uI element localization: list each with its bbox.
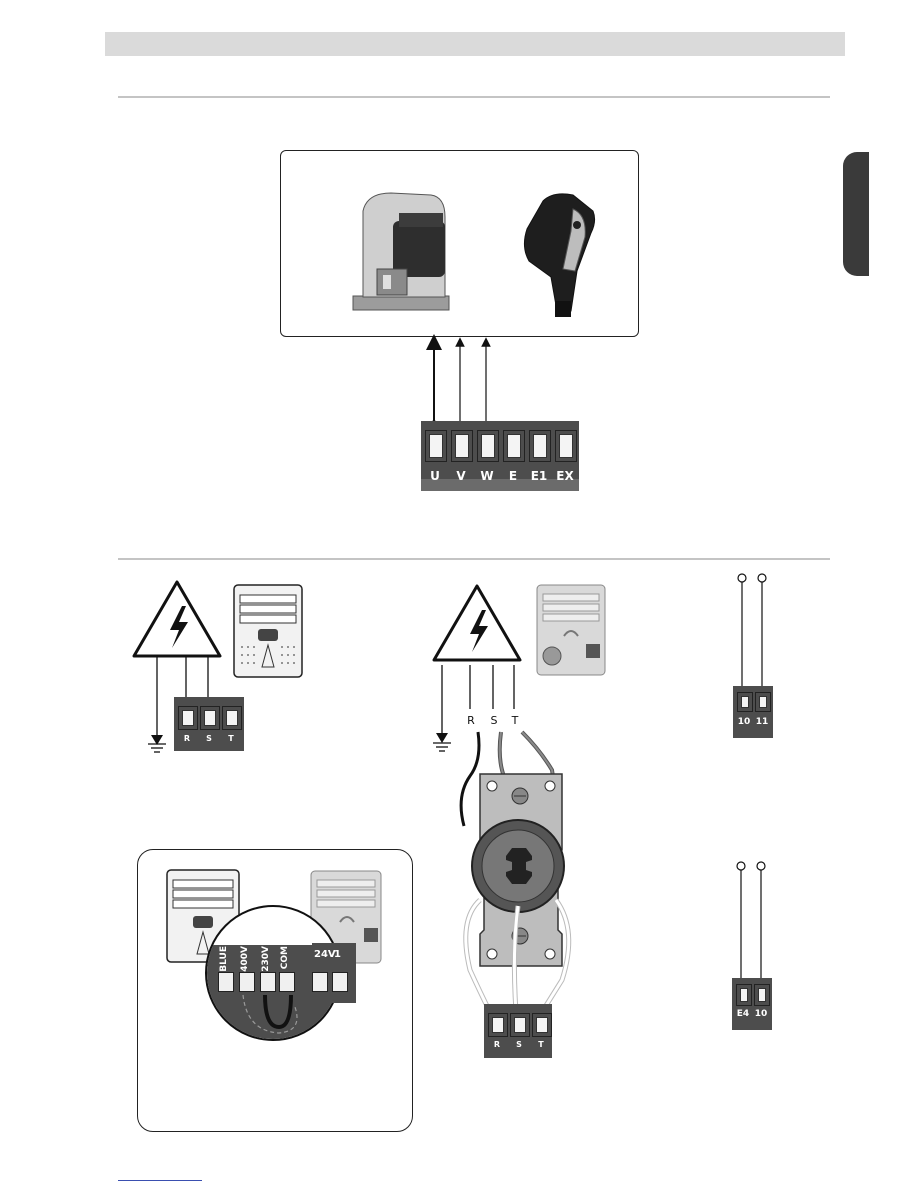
contact-wires-top bbox=[737, 573, 767, 692]
phase-line-label: T bbox=[511, 714, 519, 727]
transformer-terminal-slot bbox=[332, 972, 348, 992]
terminal-screw-head bbox=[533, 434, 547, 458]
terminal-screw-head bbox=[481, 434, 495, 458]
terminal-label: E4 bbox=[736, 1009, 750, 1019]
contact-wires-bottom bbox=[736, 861, 766, 986]
jumper-wire bbox=[242, 994, 298, 1034]
terminal-screw-head bbox=[740, 988, 748, 1002]
high-voltage-warning-icon-three-phase bbox=[432, 584, 522, 662]
motor-wiring-arrows bbox=[426, 334, 491, 434]
terminal-screw-head bbox=[204, 710, 216, 726]
transformer-terminal-label: 400V bbox=[240, 946, 250, 972]
terminal-label: R bbox=[183, 734, 191, 743]
terminal-label: S bbox=[516, 1040, 522, 1049]
transformer-terminal-label: 1 bbox=[334, 949, 341, 960]
terminal-label: R bbox=[493, 1040, 501, 1049]
terminal-screw-head bbox=[492, 1017, 504, 1033]
header-bar bbox=[105, 32, 845, 56]
terminal-screw-head bbox=[741, 696, 749, 708]
terminal-label: V bbox=[456, 469, 466, 483]
terminal-screw-head bbox=[507, 434, 521, 458]
motor-terminal-block bbox=[421, 421, 579, 491]
footer-link-underline bbox=[118, 1180, 202, 1181]
terminal-screw-head bbox=[759, 696, 767, 708]
transformer-terminal-label: BLUE bbox=[219, 946, 229, 972]
transformer-terminal-slot bbox=[260, 972, 276, 992]
terminal-label: S bbox=[206, 734, 212, 743]
transformer-terminal-slot bbox=[239, 972, 255, 992]
terminal-screw-head bbox=[182, 710, 194, 726]
terminal-label: 10 bbox=[737, 717, 751, 727]
terminal-label: W bbox=[480, 469, 494, 483]
terminal-label: EX bbox=[556, 469, 574, 483]
control-panel-single-phase-icon bbox=[233, 584, 303, 678]
terminal-label: E1 bbox=[530, 469, 548, 483]
terminal-screw-head bbox=[429, 434, 443, 458]
terminal-label: 10 bbox=[754, 1009, 768, 1019]
side-tab bbox=[843, 152, 869, 276]
section-divider-middle bbox=[118, 558, 830, 560]
transformer-terminal-slot bbox=[218, 972, 234, 992]
transformer-terminal-label: 24V bbox=[314, 949, 336, 960]
terminal-label: T bbox=[228, 734, 234, 743]
terminal-screw-head bbox=[559, 434, 573, 458]
high-voltage-warning-icon bbox=[132, 580, 222, 658]
phase-line-label: R bbox=[467, 714, 475, 727]
sliding-gate-motor-icon bbox=[352, 192, 450, 311]
swing-gate-motor-icon bbox=[523, 193, 596, 317]
terminal-label: 11 bbox=[755, 717, 769, 727]
terminal-label: U bbox=[430, 469, 440, 483]
terminal-screw-head bbox=[455, 434, 469, 458]
terminal-screw-head bbox=[536, 1017, 548, 1033]
motor-illustration-box bbox=[280, 150, 639, 337]
terminal-screw-head bbox=[758, 988, 766, 1002]
three-phase-supply-wires bbox=[433, 665, 515, 752]
phase-line-label: S bbox=[490, 714, 498, 727]
section-divider-top bbox=[118, 96, 830, 98]
transformer-terminal-label: 230V bbox=[261, 946, 271, 972]
transformer-terminal-slot bbox=[312, 972, 328, 992]
transformer-terminal-slot bbox=[279, 972, 295, 992]
disconnect-switch bbox=[459, 730, 572, 1014]
terminal-screw-head bbox=[514, 1017, 526, 1033]
motor-images bbox=[352, 192, 596, 317]
terminal-screw-head bbox=[226, 710, 238, 726]
control-panel-three-phase-icon bbox=[536, 584, 606, 676]
terminal-label: E bbox=[508, 469, 518, 483]
terminal-label: T bbox=[538, 1040, 544, 1049]
transformer-terminal-label: COM bbox=[280, 946, 290, 970]
